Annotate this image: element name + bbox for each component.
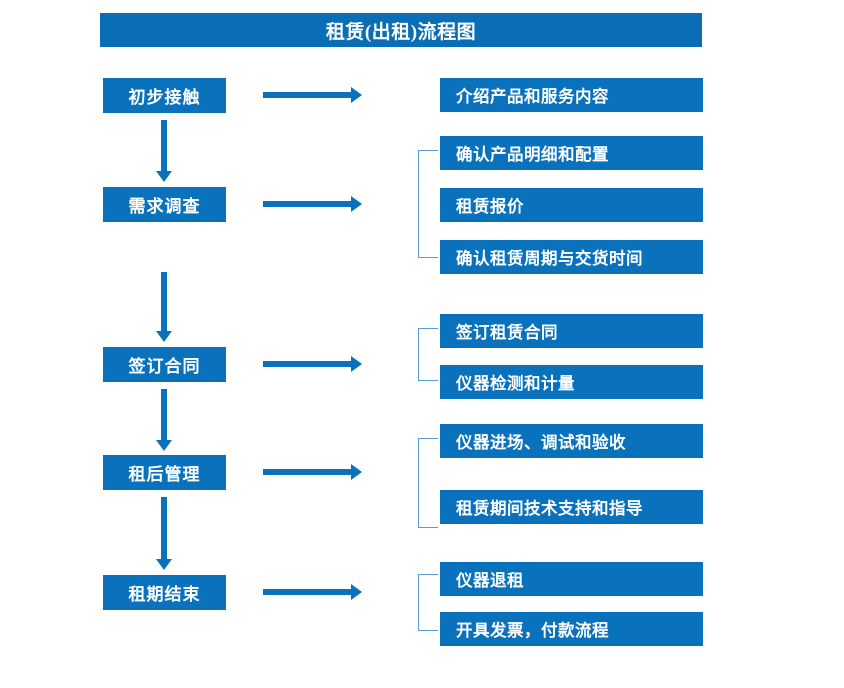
stage-box-demand-survey[interactable]: 需求调查 (103, 187, 226, 222)
detail-box-instrument-onsite[interactable]: 仪器进场、调试和验收 (440, 424, 703, 458)
group-bracket-demand-survey (418, 150, 438, 258)
horizontal-arrow-3 (263, 355, 362, 373)
detail-box-introduce-products[interactable]: 介绍产品和服务内容 (440, 78, 703, 112)
vertical-arrow-1 (155, 120, 173, 182)
stage-box-post-lease-management[interactable]: 租后管理 (103, 455, 226, 490)
page-title: 租赁(出租)流程图 (100, 13, 702, 47)
horizontal-arrow-1 (263, 86, 362, 104)
detail-box-confirm-product-spec[interactable]: 确认产品明细和配置 (440, 136, 703, 170)
group-bracket-post-lease (418, 438, 438, 528)
detail-box-confirm-lease-period[interactable]: 确认租赁周期与交货时间 (440, 240, 703, 274)
vertical-arrow-2 (155, 272, 173, 342)
detail-box-lease-quotation[interactable]: 租赁报价 (440, 188, 703, 222)
detail-box-invoice-payment[interactable]: 开具发票，付款流程 (440, 612, 703, 646)
stage-box-sign-contract[interactable]: 签订合同 (103, 347, 226, 382)
horizontal-arrow-5 (263, 583, 362, 601)
detail-box-instrument-inspection[interactable]: 仪器检测和计量 (440, 365, 703, 399)
horizontal-arrow-4 (263, 463, 362, 481)
stage-box-lease-end[interactable]: 租期结束 (103, 575, 226, 610)
group-bracket-sign-contract (418, 328, 438, 381)
group-bracket-lease-end (418, 574, 438, 631)
detail-box-technical-support[interactable]: 租赁期间技术支持和指导 (440, 490, 703, 524)
detail-box-instrument-return[interactable]: 仪器退租 (440, 562, 703, 596)
horizontal-arrow-2 (263, 195, 362, 213)
vertical-arrow-4 (155, 497, 173, 570)
vertical-arrow-3 (155, 389, 173, 451)
detail-box-sign-lease-contract[interactable]: 签订租赁合同 (440, 314, 703, 348)
stage-box-initial-contact[interactable]: 初步接触 (103, 78, 226, 113)
